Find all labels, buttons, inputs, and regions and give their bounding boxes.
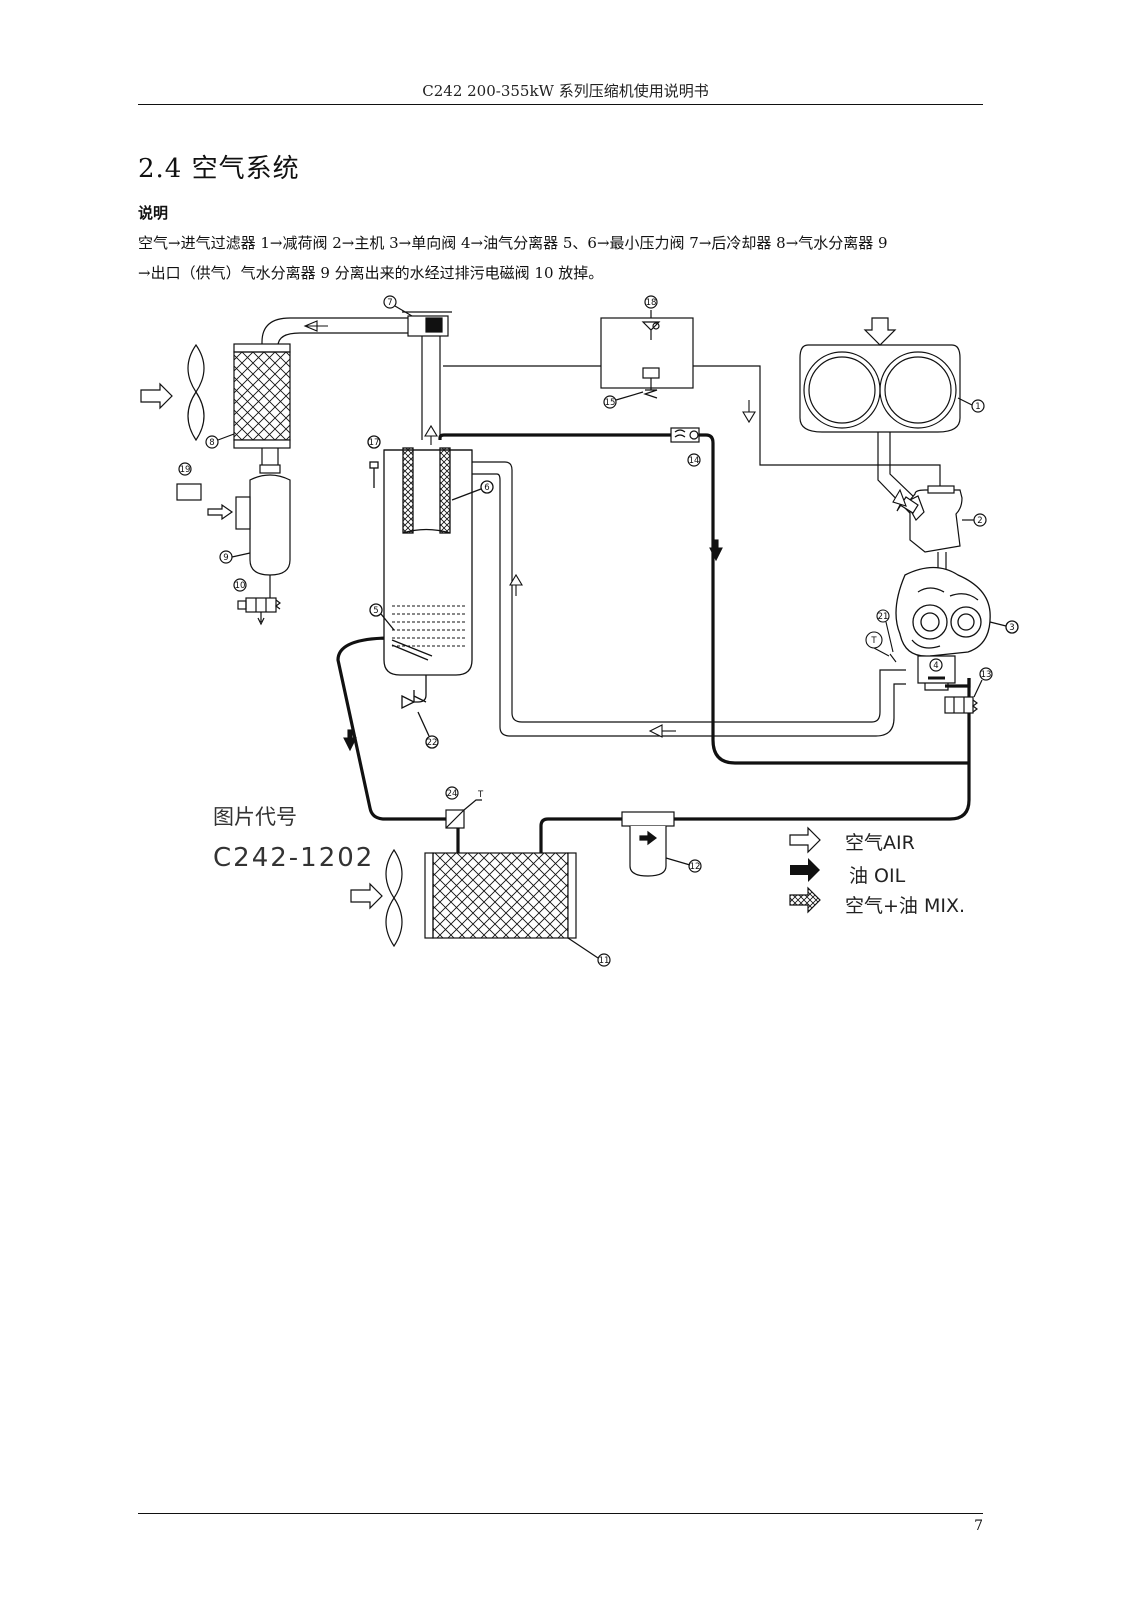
legend-oil: 油 OIL — [849, 865, 906, 887]
oil-separator-tank: 17 6 5 22 — [367, 435, 494, 749]
svg-text:5: 5 — [373, 606, 378, 616]
svg-text:3: 3 — [1009, 623, 1014, 633]
page-number: 7 — [974, 1518, 983, 1534]
svg-text:12: 12 — [690, 862, 701, 872]
svg-text:9: 9 — [223, 553, 228, 563]
compressor-airend: 3 — [895, 566, 1019, 657]
subheading: 说明 — [138, 204, 169, 222]
legend: 空气AIR 油 OIL 空气+油 MIX. — [789, 826, 965, 917]
svg-text:24: 24 — [447, 789, 458, 799]
legend-air-arrow — [789, 826, 821, 854]
legend-mix: 空气+油 MIX. — [845, 895, 965, 917]
svg-text:19: 19 — [180, 465, 191, 475]
svg-text:2: 2 — [977, 516, 982, 526]
flow-arrows — [303, 320, 907, 752]
svg-text:14: 14 — [689, 456, 700, 466]
svg-text:17: 17 — [369, 438, 380, 448]
aftercooler: 8 — [140, 343, 291, 470]
svg-text:8: 8 — [209, 438, 214, 448]
check-valve: 4 — [917, 655, 956, 691]
footer-rule — [138, 1513, 983, 1514]
figure-code: C242-1202 — [213, 843, 374, 873]
description-line-2: →出口（供气）气水分离器 9 分离出来的水经过排污电磁阀 10 放掉。 — [138, 264, 604, 282]
section-title: 2.4 空气系统 — [138, 154, 300, 184]
svg-text:22: 22 — [427, 738, 438, 748]
legend-mix-arrow — [789, 886, 821, 914]
figure-code-label: 图片代号 — [213, 805, 297, 829]
svg-text:15: 15 — [605, 398, 616, 408]
control-box: 18 15 — [600, 295, 694, 409]
min-pressure-valve: 7 — [383, 295, 452, 337]
svg-text:1: 1 — [975, 402, 980, 412]
svg-text:18: 18 — [646, 298, 657, 308]
water-separator: 19 9 10 — [176, 462, 291, 626]
thermostatic-valve: T 24 — [445, 786, 484, 829]
oil-cooler: 11 — [350, 848, 611, 967]
legend-air: 空气AIR — [845, 832, 915, 854]
svg-text:4: 4 — [933, 661, 938, 671]
intake-valve: 2 — [896, 485, 987, 572]
oil-filter: 12 — [621, 811, 702, 877]
svg-text:7: 7 — [387, 298, 392, 308]
description-line-1: 空气→进气过滤器 1→减荷阀 2→主机 3→单向阀 4→油气分离器 5、6→最小… — [138, 234, 888, 252]
air-piping — [261, 317, 941, 737]
svg-text:T: T — [477, 790, 484, 800]
svg-text:T: T — [870, 636, 877, 646]
oil-stop-valve: 13 — [944, 667, 993, 714]
running-header: C242 200-355kW 系列压缩机使用说明书 — [422, 82, 709, 100]
air-filter: 1 — [799, 317, 985, 537]
svg-text:13: 13 — [981, 670, 992, 680]
temperature-sensor: T 21 — [865, 609, 897, 663]
svg-text:11: 11 — [599, 956, 610, 966]
header-rule — [138, 104, 983, 105]
oil-sight-glass: 14 — [670, 427, 701, 467]
legend-oil-arrow — [790, 858, 820, 882]
oil-piping — [336, 433, 971, 853]
svg-text:21: 21 — [878, 612, 889, 622]
svg-text:10: 10 — [235, 581, 246, 591]
svg-text:6: 6 — [484, 483, 489, 493]
